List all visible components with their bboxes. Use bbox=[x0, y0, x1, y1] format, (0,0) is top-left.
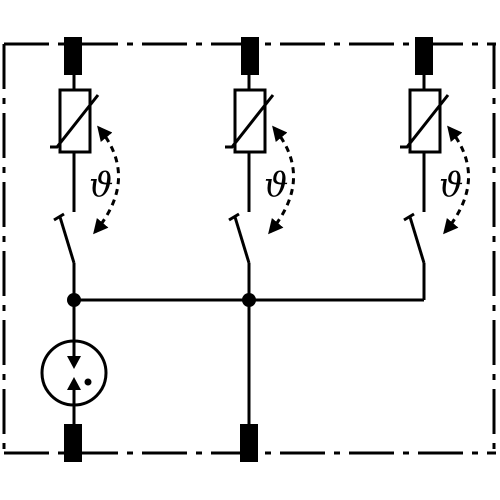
thermal-symbol-2: ϑ bbox=[264, 165, 288, 205]
thermal-switch-blade-2 bbox=[233, 216, 251, 264]
top-terminal-1 bbox=[64, 37, 82, 75]
top-terminal-2 bbox=[241, 37, 259, 75]
varistor-slope-2 bbox=[225, 94, 275, 149]
thermal-arrow-2 bbox=[268, 125, 295, 235]
thermal-switch-blade-1 bbox=[58, 216, 76, 264]
thermal-switch-blade-3 bbox=[408, 216, 426, 264]
common-bus bbox=[67, 293, 424, 307]
varistor-branch-3: ϑ bbox=[400, 37, 470, 300]
middle-output bbox=[240, 300, 258, 462]
bottom-terminal-1 bbox=[64, 424, 82, 462]
thermal-arrow-1 bbox=[93, 125, 120, 235]
varistor-slope-1 bbox=[50, 94, 100, 149]
varistor-3 bbox=[408, 88, 442, 154]
bottom-terminal-2 bbox=[240, 424, 258, 462]
varistor-branch-2: ϑ bbox=[225, 37, 295, 300]
thermal-symbol-1: ϑ bbox=[89, 165, 113, 205]
gas-discharge-tube bbox=[40, 300, 108, 462]
varistor-2 bbox=[233, 88, 267, 154]
thermal-arrow-3 bbox=[443, 125, 470, 235]
top-terminal-3 bbox=[415, 37, 433, 75]
varistor-slope-3 bbox=[400, 94, 450, 149]
varistor-1 bbox=[58, 88, 92, 154]
varistor-branch-1: ϑ bbox=[50, 37, 120, 300]
thermal-symbol-3: ϑ bbox=[439, 165, 463, 205]
